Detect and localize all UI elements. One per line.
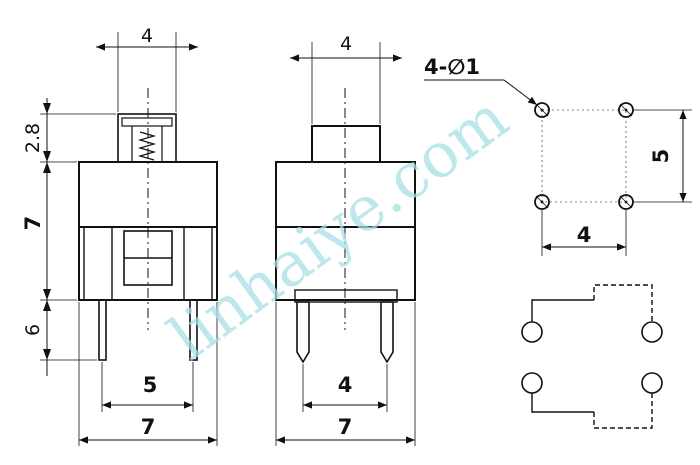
- side-actuator: [311, 125, 381, 163]
- pcb-hole: [534, 194, 550, 210]
- switch-schematic: [521, 284, 663, 429]
- pcb-layout-dimensions: 4-∅1 5 4: [424, 55, 692, 256]
- terminal-circle: [641, 372, 663, 394]
- side-pin-right: [380, 301, 394, 364]
- pcb-hole: [534, 102, 550, 118]
- terminal-circle: [641, 321, 663, 343]
- terminal-circle: [521, 372, 543, 394]
- pcb-hole: [618, 102, 634, 118]
- side-pin-left: [296, 301, 310, 364]
- terminal-circle: [521, 321, 543, 343]
- side-pin-spacing-label: 4: [338, 373, 353, 397]
- pin-length-label: 6: [22, 324, 44, 336]
- pcb-hole: [618, 194, 634, 210]
- side-body-width-label: 7: [338, 415, 353, 439]
- pcb-vertical-spacing-label: 5: [649, 149, 673, 164]
- hole-callout-label: 4-∅1: [424, 55, 480, 79]
- side-view-dimensions: 4 4 7: [275, 33, 416, 446]
- actuator-height-label: 2.8: [22, 123, 44, 153]
- side-view: [275, 88, 416, 364]
- front-pin-spacing-label: 5: [143, 373, 158, 397]
- body-height-label: 7: [21, 216, 45, 231]
- front-top-width-label: 4: [141, 25, 153, 47]
- front-body-width-label: 7: [141, 415, 156, 439]
- front-pin-left: [98, 299, 107, 361]
- front-view: [78, 88, 218, 361]
- front-pin-right: [189, 299, 198, 361]
- side-top-width-label: 4: [340, 33, 352, 55]
- spring-icon: [137, 131, 157, 161]
- front-view-dimensions: 4 2.8 7 6 5 7: [21, 25, 218, 446]
- pcb-layout: [534, 102, 634, 210]
- pcb-horizontal-spacing-label: 4: [577, 223, 592, 247]
